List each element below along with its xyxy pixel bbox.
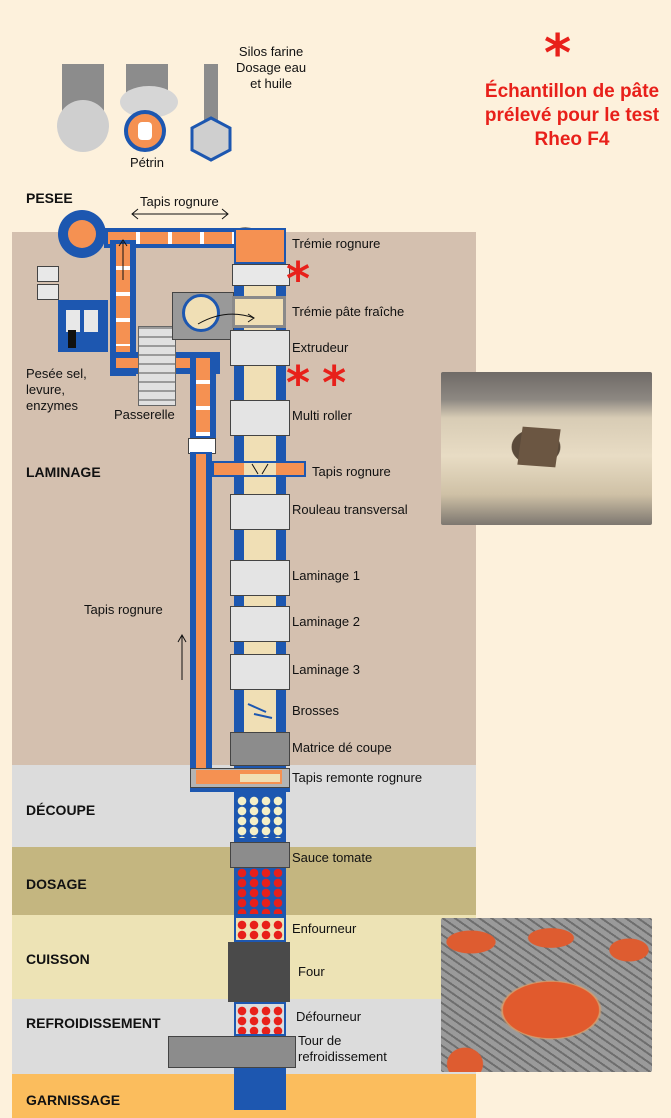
tremie-rognure: [234, 228, 286, 264]
brosses-icon: [247, 703, 273, 719]
tapis-remonte-slot: [240, 774, 280, 782]
sample-marker-2: * *: [286, 356, 346, 410]
tremie-rognure-box: [232, 264, 290, 286]
section-dosage: DOSAGE: [26, 876, 87, 892]
enfourneur-dots: [236, 920, 284, 940]
section-cuisson: CUISSON: [26, 951, 90, 967]
section-refroidissement: REFROIDISSEMENT: [26, 1015, 161, 1031]
station-sauce: Sauce tomate: [292, 850, 373, 865]
silo-right: [204, 64, 218, 124]
cut-pizzas: [236, 796, 284, 838]
passerelle-stairs: [138, 326, 176, 406]
tapis-rognure-top: Tapis rognure: [140, 194, 219, 209]
note-star: *: [544, 24, 572, 84]
pesee-sel-label: Pesée sel, levure, enzymes: [26, 366, 87, 413]
defourneur-dots: [236, 1006, 284, 1034]
sample-marker-1: *: [286, 252, 311, 306]
matrice-decoupe: [230, 732, 290, 766]
station-tapis-remonte: Tapis remonte rognure: [292, 770, 423, 785]
pesee-sel-machine: [58, 300, 108, 352]
pesee-disc: [58, 210, 106, 258]
section-decoupe: DÉCOUPE: [26, 802, 96, 818]
laminage-2: [230, 606, 290, 642]
tapis-rognure-left: Tapis rognure: [84, 602, 163, 617]
laminage-3: [230, 654, 290, 690]
station-extrudeur: Extrudeur: [292, 340, 349, 355]
section-laminage: LAMINAGE: [26, 464, 101, 480]
section-pesee: PESEE: [26, 190, 73, 206]
station-tapis-rognure: Tapis rognure: [312, 464, 391, 479]
tremie-pate: [232, 296, 286, 328]
sauce-tomate: [230, 842, 290, 868]
cross-conveyor-gap: [244, 463, 276, 475]
up-arrow-small: [118, 239, 128, 280]
left-riser-belt: [116, 244, 130, 348]
double-arrow: [131, 208, 229, 220]
cross-arrows: [251, 463, 269, 475]
top-conveyor-belt: [108, 232, 234, 244]
ingredient-box-2: [37, 284, 59, 300]
station-matrice: Matrice dé coupe: [292, 740, 392, 755]
station-laminage-2: Laminage 2: [292, 614, 360, 629]
return-conveyor-top-belt: [196, 358, 210, 436]
station-multi-roller: Multi roller: [292, 408, 352, 423]
dough-sample-hole: [517, 426, 561, 468]
tour-refroidissement: [168, 1036, 296, 1068]
up-arrow-long: [177, 633, 187, 680]
note-text: Échantillon de pâte prélevé pour le test…: [484, 81, 660, 150]
rouleau-transversal: [230, 494, 290, 530]
station-four: Four: [298, 964, 325, 979]
curve-arrow-pate: [197, 313, 255, 325]
petrin-label: Pétrin: [130, 155, 164, 170]
multi-roller: [230, 400, 290, 436]
silo-left-tank: [57, 100, 109, 152]
station-tremie-pate: Trémie pâte fraîche: [292, 304, 405, 319]
station-enfourneur: Enfourneur: [292, 921, 357, 936]
extrudeur: [230, 330, 290, 366]
ingredient-box-1: [37, 266, 59, 282]
return-conveyor-long-belt: [196, 454, 206, 782]
four: [228, 942, 290, 1002]
pizzas-oven-photo: [441, 918, 652, 1072]
station-laminage-3: Laminage 3: [292, 662, 360, 677]
station-defourneur: Défourneur: [296, 1009, 362, 1024]
sauced-pizzas: [236, 868, 284, 914]
tremie-pate-disc: [182, 294, 220, 332]
silo-right-valve: [190, 116, 232, 162]
silos-label: Silos farine Dosage eau et huile: [236, 44, 307, 91]
station-tour: Tour de refroidissement: [298, 1033, 387, 1064]
station-brosses: Brosses: [292, 703, 339, 718]
passerelle-label: Passerelle: [114, 407, 175, 422]
section-garnissage: GARNISSAGE: [26, 1092, 121, 1108]
station-laminage-1: Laminage 1: [292, 568, 360, 583]
station-rouleau: Rouleau transversal: [292, 502, 408, 517]
laminage-1: [230, 560, 290, 596]
station-tremie-rognure: Trémie rognure: [292, 236, 381, 251]
petrin-icon: [124, 110, 166, 152]
